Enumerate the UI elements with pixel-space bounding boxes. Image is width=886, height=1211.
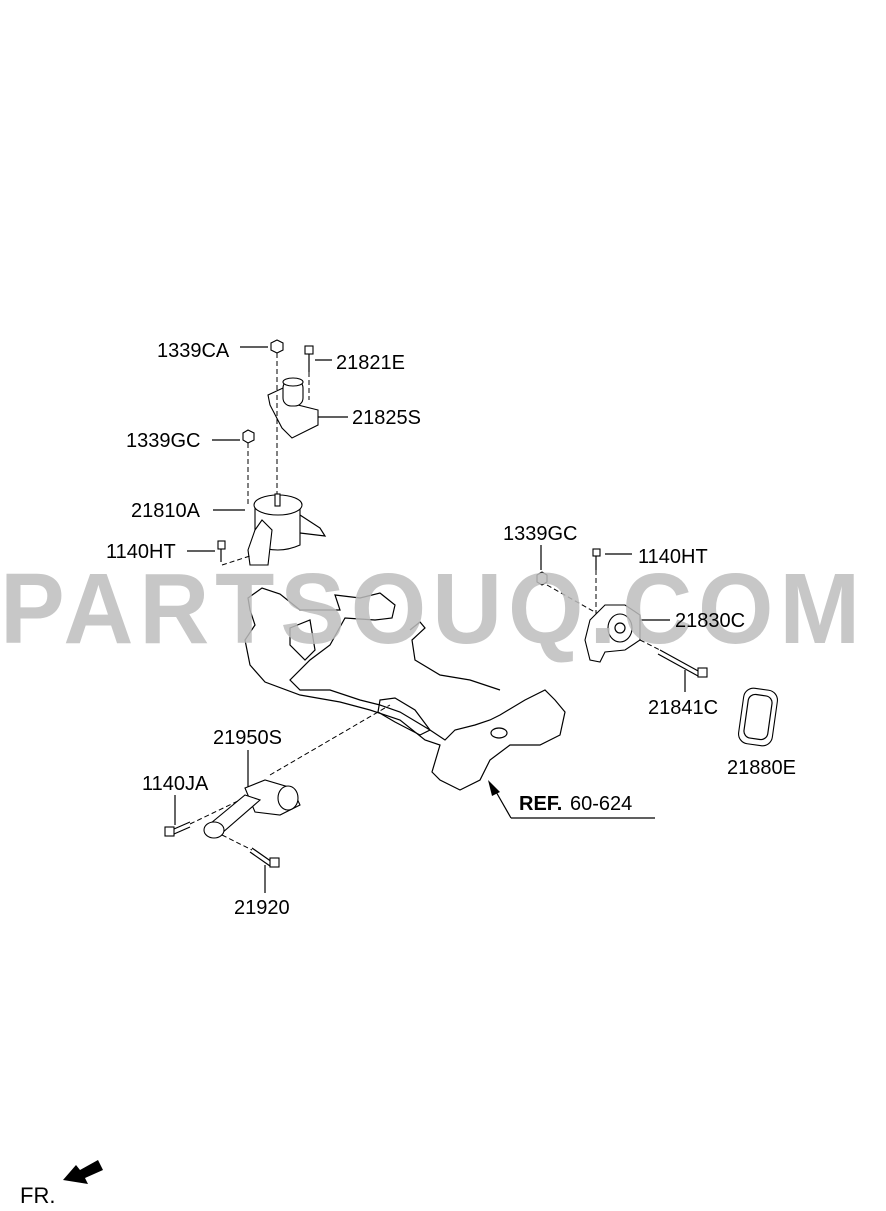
- mount-21810a[interactable]: [247, 493, 327, 566]
- callout-1339gc-left[interactable]: 1339GC: [126, 430, 201, 452]
- callout-1140ht-right[interactable]: 1140HT: [638, 546, 708, 568]
- bolt-21920[interactable]: [249, 847, 280, 868]
- reference-leader: [488, 780, 655, 819]
- nut-1339ca[interactable]: [270, 339, 284, 354]
- front-direction-label: FR.: [20, 1183, 55, 1208]
- callout-1140ht-left[interactable]: 1140HT: [106, 541, 176, 563]
- callout-21950s[interactable]: 21950S: [213, 727, 282, 749]
- engine-mount-upper-group: [187, 339, 348, 566]
- bolt-1140ja[interactable]: [164, 821, 191, 837]
- callout-21821e[interactable]: 21821E: [336, 352, 405, 374]
- roll-rod-21950s[interactable]: [203, 779, 301, 839]
- reference-number[interactable]: 60-624: [570, 793, 632, 815]
- callout-21830c[interactable]: 21830C: [675, 610, 745, 632]
- bolt-21821e[interactable]: [304, 345, 314, 355]
- gasket-21880e[interactable]: [737, 687, 778, 747]
- callout-21810a[interactable]: 21810A: [131, 500, 201, 522]
- arrow-head-icon: [488, 780, 500, 796]
- transmission-mount-group: [536, 545, 778, 747]
- callout-21920[interactable]: 21920: [234, 897, 290, 919]
- callout-21841c[interactable]: 21841C: [648, 697, 718, 719]
- front-arrow-icon: [63, 1160, 103, 1184]
- callout-1140ja[interactable]: 1140JA: [142, 773, 209, 795]
- roll-rod-group: [164, 704, 391, 893]
- bolt-21841c[interactable]: [657, 649, 708, 678]
- callout-21880e[interactable]: 21880E: [727, 757, 796, 779]
- callout-1339gc-right[interactable]: 1339GC: [503, 523, 578, 545]
- callout-1339ca[interactable]: 1339CA: [157, 340, 230, 362]
- nut-1339gc-right[interactable]: [536, 571, 548, 586]
- bolt-1140ht-left[interactable]: [217, 540, 226, 550]
- watermark: PARTSOUQ.COM: [0, 553, 866, 665]
- callout-21825s[interactable]: 21825S: [352, 407, 421, 429]
- mount-21830c[interactable]: [584, 604, 641, 663]
- nut-1339gc-left[interactable]: [242, 429, 255, 444]
- reference-prefix[interactable]: REF.: [519, 793, 562, 815]
- subframe-60-624: [244, 587, 566, 791]
